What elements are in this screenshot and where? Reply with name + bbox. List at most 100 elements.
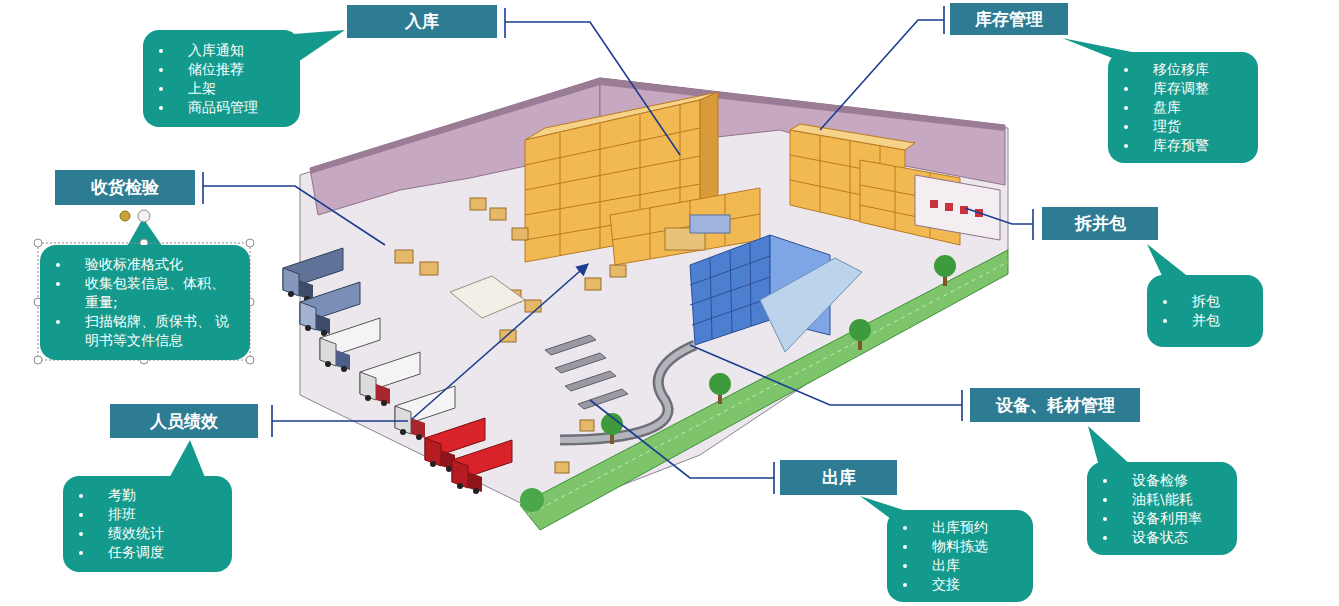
feature-item: 入库通知	[188, 41, 286, 60]
cargo-boxes	[525, 300, 541, 312]
feature-item: 库存预警	[1153, 136, 1244, 155]
selection-handles	[38, 243, 250, 360]
feature-item: 收集包装信息、体积、 重量;	[85, 274, 236, 312]
feature-item: 设备状态	[1132, 528, 1223, 547]
callout-tail	[168, 440, 206, 480]
leader-lines	[690, 345, 962, 421]
truck	[400, 429, 406, 435]
module-title-box: 收货检验	[55, 170, 195, 205]
feature-item: 并包	[1192, 311, 1249, 330]
truck	[320, 318, 380, 372]
feature-item: 储位推荐	[188, 60, 286, 79]
module-title-box: 拆并包	[1042, 207, 1158, 240]
feature-item: 扫描铭牌、质保书、 说明书等文件信息	[85, 312, 236, 350]
feature-item: 绩效统计	[108, 524, 218, 543]
picking-line	[565, 371, 616, 391]
leader-lines	[203, 172, 385, 245]
module-title: 收货检验	[91, 176, 159, 199]
module-title: 出库	[822, 466, 856, 489]
module-title-box: 库存管理	[950, 3, 1068, 35]
feature-item: 理货	[1153, 117, 1244, 136]
module-title: 人员绩效	[150, 410, 218, 433]
leader-lines	[412, 264, 588, 419]
selection-handles	[34, 239, 42, 247]
side-room	[915, 175, 1000, 240]
truck	[321, 330, 327, 336]
truck	[430, 461, 436, 467]
feature-item: 设备检修	[1132, 471, 1223, 490]
truck	[395, 406, 411, 434]
truck	[416, 434, 422, 440]
truck	[473, 488, 479, 494]
feature-item: 移位移库	[1153, 60, 1244, 79]
side-room	[960, 206, 968, 214]
leader-lines	[820, 6, 944, 130]
picking-line	[555, 353, 606, 373]
selection-handles	[246, 239, 254, 247]
truck	[305, 325, 311, 331]
tree	[934, 255, 956, 277]
cargo-boxes	[585, 278, 601, 290]
picking-line	[578, 389, 628, 409]
feature-item: 油耗\能耗	[1132, 490, 1223, 509]
module-title: 入库	[405, 10, 439, 33]
module-title-box: 人员绩效	[110, 404, 258, 438]
lawn-edge	[526, 262, 1008, 516]
cargo-boxes	[512, 228, 528, 240]
truck	[325, 361, 331, 367]
module-title: 设备、耗材管理	[996, 394, 1115, 417]
cargo-boxes	[490, 208, 506, 220]
tree	[709, 373, 731, 395]
tree	[520, 255, 956, 512]
side-room	[945, 203, 953, 211]
cargo-boxes	[395, 198, 626, 473]
cargo-boxes	[395, 250, 413, 263]
truck	[283, 268, 299, 296]
side-room	[930, 200, 938, 208]
lawn-strip	[520, 250, 1008, 530]
selection-handles	[34, 210, 254, 364]
feature-item: 拆包	[1192, 292, 1249, 311]
truck	[446, 466, 452, 472]
office-room	[450, 276, 525, 318]
feature-callout: 设备检修油耗\能耗设备利用率设备状态	[1087, 462, 1237, 555]
feature-item: 商品码管理	[188, 98, 286, 117]
feature-item: 排班	[108, 505, 218, 524]
feature-item: 考勤	[108, 486, 218, 505]
selection-handles	[34, 356, 42, 364]
module-title: 拆并包	[1075, 212, 1126, 235]
tree	[849, 319, 871, 341]
feature-callout: 验收标准格式化收集包装信息、体积、 重量;扫描铭牌、质保书、 说明书等文件信息	[40, 245, 250, 360]
feature-callout: 出库预约物料拣选出库交接	[887, 510, 1033, 602]
feature-item: 验收标准格式化	[85, 255, 236, 274]
module-title-box: 入库	[347, 5, 497, 38]
cargo-boxes	[420, 262, 438, 275]
truck	[425, 438, 441, 466]
automated-rack	[690, 243, 770, 339]
leader-lines	[965, 208, 1033, 240]
warehouse-floor	[300, 78, 1008, 515]
feature-item: 上架	[188, 79, 286, 98]
warehouse-illustration	[283, 78, 1008, 530]
leader-lines	[203, 6, 1033, 494]
feature-item: 交接	[932, 575, 1019, 594]
feature-item: 出库	[932, 556, 1019, 575]
cargo-boxes	[610, 265, 626, 277]
cargo-boxes	[580, 420, 594, 431]
feature-item: 盘库	[1153, 98, 1244, 117]
selection-handles	[120, 211, 130, 221]
picking-line	[545, 335, 628, 409]
automated-rack	[690, 235, 770, 345]
leader-lines	[590, 400, 774, 494]
truck	[341, 366, 347, 372]
truck	[452, 460, 468, 488]
feature-item: 任务调度	[108, 543, 218, 562]
feature-callout: 考勤排班绩效统计任务调度	[63, 476, 232, 572]
feature-item: 设备利用率	[1132, 509, 1223, 528]
leader-lines	[272, 405, 408, 437]
feature-item: 出库预约	[932, 518, 1019, 537]
truck	[365, 395, 371, 401]
module-title-box: 出库	[780, 460, 897, 495]
module-title-box: 设备、耗材管理	[970, 388, 1140, 422]
